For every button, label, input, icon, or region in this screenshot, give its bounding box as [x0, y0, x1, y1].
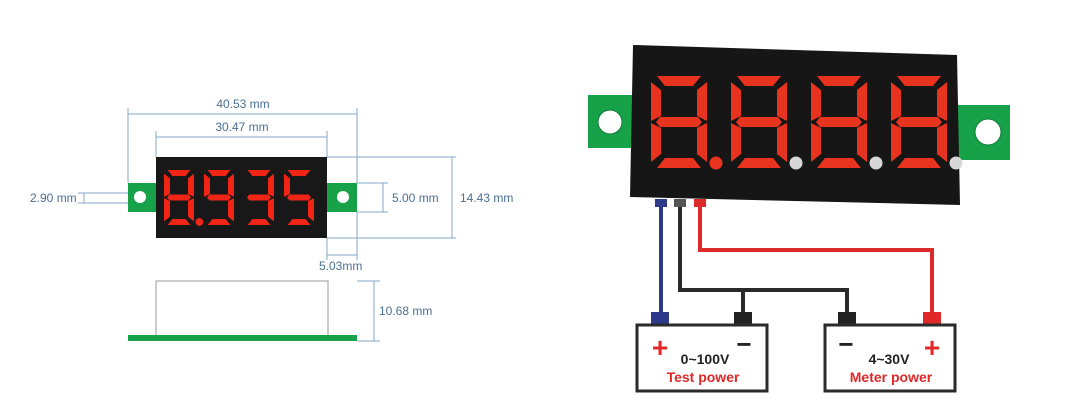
- decimal-point: [869, 156, 883, 170]
- segment-f: [891, 82, 901, 121]
- segment-g: [896, 117, 942, 127]
- segment-g: [287, 194, 311, 201]
- segment-d: [167, 219, 191, 225]
- test-power-label: Test power: [667, 369, 740, 385]
- segment-c: [937, 123, 947, 162]
- segment-g: [207, 194, 231, 201]
- wire-black: [678, 203, 849, 314]
- segment-c: [188, 198, 194, 222]
- mount-hole-right: [337, 191, 349, 203]
- segment-f: [204, 173, 210, 197]
- segment-e: [811, 123, 821, 162]
- segment-c: [777, 123, 787, 162]
- segment-a: [247, 170, 271, 176]
- wire-plug-black: [674, 199, 686, 207]
- dimension-drawing: 40.53 mm 30.47 mm 2.90 mm 5.00 mm 14.43 …: [30, 97, 513, 342]
- segment-c: [228, 198, 234, 222]
- mount-hole-left: [134, 191, 146, 203]
- segment-a: [657, 76, 701, 86]
- decimal-point: [949, 156, 963, 170]
- side-view-body: [155, 280, 329, 338]
- battery-box-meter: [823, 323, 957, 393]
- label-tab-width: 5.03mm: [319, 259, 362, 273]
- meter-minus-symbol: −: [838, 329, 853, 359]
- wire-plug-red: [694, 199, 706, 207]
- segment-c: [697, 123, 707, 162]
- segment-g: [736, 117, 782, 127]
- decimal-point: [789, 156, 803, 170]
- side-view-pcb: [128, 335, 357, 341]
- segment-e: [164, 198, 170, 222]
- segment-b: [697, 82, 707, 121]
- terminal-meter-plus: [923, 312, 941, 326]
- test-minus-symbol: −: [736, 329, 751, 359]
- segment-g: [247, 194, 271, 201]
- terminal-meter-minus: [838, 312, 856, 326]
- segment-b: [228, 173, 234, 197]
- test-voltage-label: 0~100V: [681, 351, 730, 367]
- segment-a: [737, 76, 781, 86]
- segment-e: [891, 123, 901, 162]
- meter-power-battery: − + 4~30V Meter power: [823, 312, 957, 393]
- module-hole-right: [974, 118, 1002, 146]
- segment-f: [731, 82, 741, 121]
- segment-b: [857, 82, 867, 121]
- segment-d: [287, 219, 311, 225]
- segment-f: [651, 82, 661, 121]
- segment-f: [164, 173, 170, 197]
- segment-b: [777, 82, 787, 121]
- terminal-test-minus: [734, 312, 752, 326]
- wire-red: [698, 203, 934, 314]
- segment-f: [284, 173, 290, 197]
- segment-d: [207, 219, 231, 225]
- label-display-width: 30.47 mm: [215, 120, 268, 134]
- module-hole-left: [597, 109, 623, 135]
- segment-b: [937, 82, 947, 121]
- battery-box-test: [635, 323, 769, 393]
- terminal-test-plus: [651, 312, 669, 326]
- left-digit-group: [164, 170, 314, 226]
- segment-a: [207, 170, 231, 176]
- decimal-point: [709, 156, 723, 170]
- label-hole-spacing: 5.00 mm: [392, 191, 439, 205]
- wiring-diagram: + − 0~100V Test power − + 4~30V Meter po…: [588, 45, 1010, 393]
- segment-g: [656, 117, 702, 127]
- segment-a: [897, 76, 941, 86]
- wire-plug-blue: [655, 199, 667, 207]
- segment-a: [817, 76, 861, 86]
- segment-a: [167, 170, 191, 176]
- test-power-battery: + − 0~100V Test power: [635, 312, 769, 393]
- segment-d: [737, 158, 781, 168]
- segment-c: [857, 123, 867, 162]
- meter-voltage-label: 4~30V: [869, 351, 911, 367]
- label-depth: 10.68 mm: [379, 304, 432, 318]
- segment-d: [657, 158, 701, 168]
- segment-d: [817, 158, 861, 168]
- decimal-point: [195, 218, 204, 226]
- segment-b: [268, 173, 274, 197]
- segment-c: [268, 198, 274, 222]
- meter-power-label: Meter power: [850, 369, 933, 385]
- right-digit-group: [651, 76, 963, 170]
- label-overall-height: 14.43 mm: [460, 191, 513, 205]
- segment-g: [167, 194, 191, 201]
- segment-d: [897, 158, 941, 168]
- segment-g: [816, 117, 862, 127]
- segment-a: [287, 170, 311, 176]
- segment-b: [188, 173, 194, 197]
- segment-e: [651, 123, 661, 162]
- segment-f: [811, 82, 821, 121]
- segment-e: [731, 123, 741, 162]
- segment-d: [247, 219, 271, 225]
- label-tab-height: 2.90 mm: [30, 191, 77, 205]
- label-overall-width: 40.53 mm: [216, 97, 269, 111]
- meter-plus-symbol: +: [924, 332, 940, 363]
- segment-c: [308, 198, 314, 222]
- test-plus-symbol: +: [652, 332, 668, 363]
